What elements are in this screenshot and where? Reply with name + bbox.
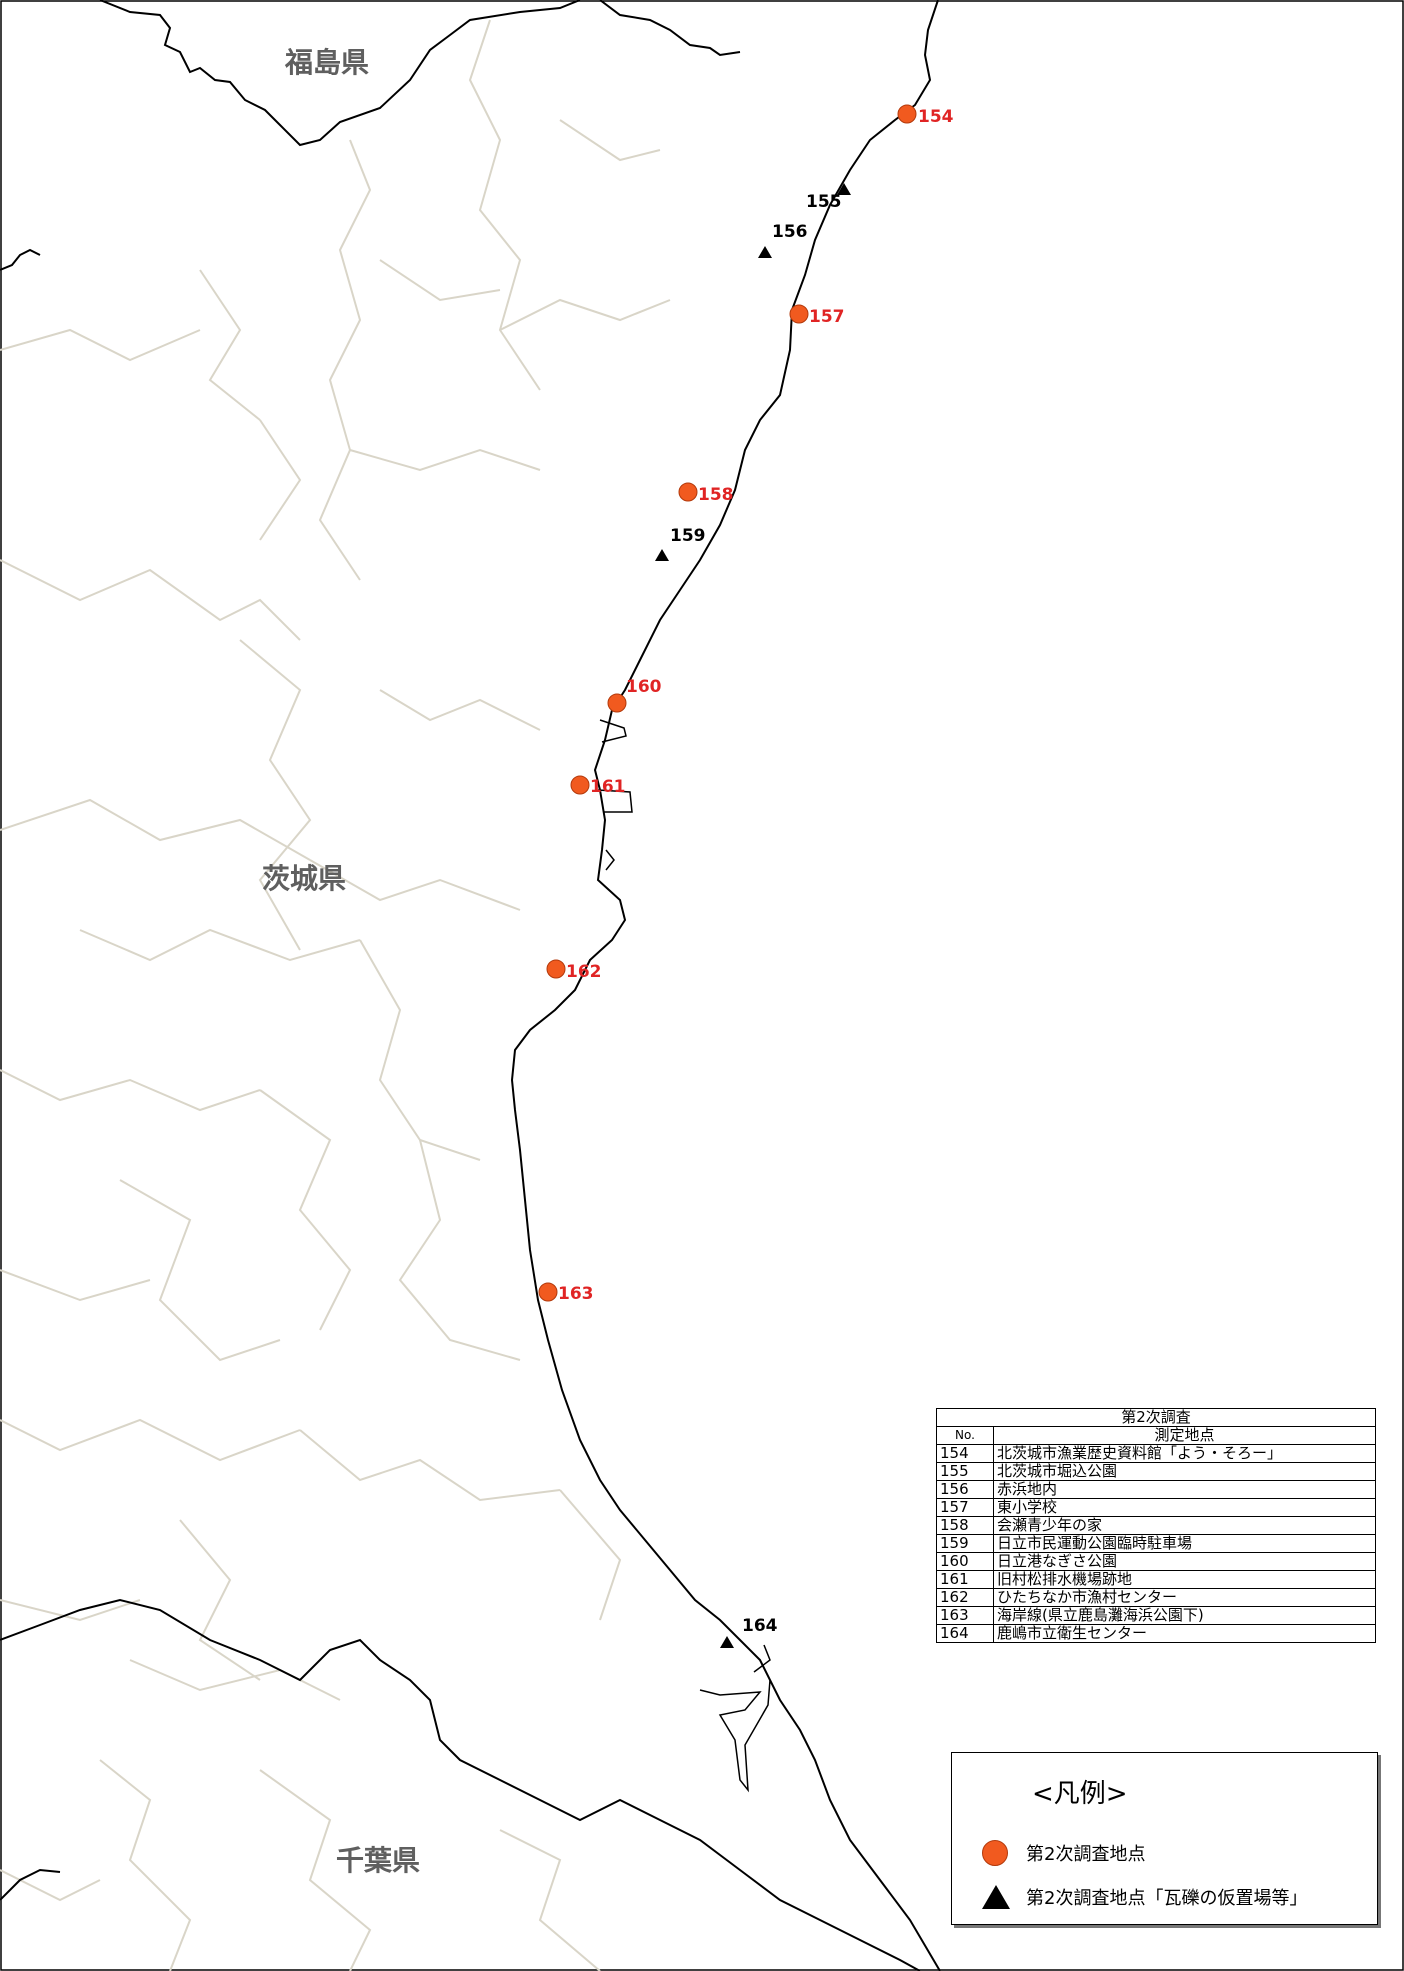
site-label-154: 154 [918, 107, 954, 127]
site-marker-160[interactable] [607, 693, 627, 713]
table-cell-site: 海岸線(県立鹿島灘海浜公園下) [993, 1606, 1376, 1625]
site-label-164: 164 [742, 1616, 778, 1636]
site-label-156: 156 [772, 222, 808, 242]
site-labels: 154 155 156 157 158 159 160 161 162 163 … [558, 107, 954, 1636]
municipal-boundaries [0, 19, 671, 1971]
site-label-157: 157 [809, 307, 845, 327]
site-label-161: 161 [590, 777, 626, 797]
legend-title: <凡例> [1032, 1779, 1128, 1809]
table-cell-no: 161 [936, 1570, 994, 1589]
site-marker-158[interactable] [678, 482, 698, 502]
table-header-no: No. [936, 1426, 994, 1445]
prefecture-boundaries [0, 0, 921, 1971]
site-marker-154[interactable] [897, 104, 917, 124]
orange-circle-icon [982, 1840, 1008, 1866]
table-cell-no: 155 [936, 1462, 994, 1481]
table-cell-site: 旧村松排水機場跡地 [993, 1570, 1376, 1589]
site-marker-162[interactable] [546, 959, 566, 979]
table-cell-site: 日立市民運動公園臨時駐車場 [993, 1534, 1376, 1553]
table-cell-no: 158 [936, 1516, 994, 1535]
site-label-162: 162 [566, 962, 602, 982]
prefecture-label-chiba: 千葉県 [336, 1844, 420, 1877]
table-caption-row: 第2次調査 [936, 1408, 1376, 1427]
site-label-160: 160 [626, 677, 662, 697]
site-marker-157[interactable] [789, 304, 809, 324]
table-cell-no: 156 [936, 1480, 994, 1499]
site-marker-163[interactable] [538, 1282, 558, 1302]
table-cell-site: 北茨城市堀込公園 [993, 1462, 1376, 1481]
table-cell-no: 164 [936, 1624, 994, 1643]
legend-triangle-label: 第2次調査地点「瓦礫の仮置場等」 [1026, 1888, 1308, 1909]
table-cell-site: 日立港なぎさ公園 [993, 1552, 1376, 1571]
table-cell-no: 163 [936, 1606, 994, 1625]
site-marker-164[interactable] [720, 1636, 734, 1648]
legend-circle-label: 第2次調査地点 [1026, 1844, 1146, 1865]
table-cell-no: 160 [936, 1552, 994, 1571]
black-triangle-icon [982, 1885, 1010, 1909]
site-marker-159[interactable] [655, 549, 669, 561]
port-structures [597, 719, 771, 1793]
table-cell-site: 東小学校 [993, 1498, 1376, 1517]
table-cell-site: 会瀬青少年の家 [993, 1516, 1376, 1535]
table-cell-no: 157 [936, 1498, 994, 1517]
coastline [510, 0, 941, 1971]
legend-item-circle: 第2次調査地点 [982, 1840, 1145, 1866]
table-cell-site: 鹿嶋市立衛生センター [993, 1624, 1376, 1643]
table-cell-no: 162 [936, 1588, 994, 1607]
table-cell-site: 赤浜地内 [993, 1480, 1376, 1499]
prefecture-label-ibaraki: 茨城県 [262, 862, 346, 895]
site-marker-156[interactable] [758, 246, 772, 258]
table-cell-site: ひたちなか市漁村センター [993, 1588, 1376, 1607]
site-marker-155[interactable] [837, 183, 851, 195]
table-header-row: No. 測定地点 [936, 1426, 1376, 1445]
site-markers [538, 104, 917, 1648]
site-label-158: 158 [698, 485, 734, 505]
site-label-159: 159 [670, 526, 706, 546]
site-label-155: 155 [806, 192, 842, 212]
prefecture-label-fukushima: 福島県 [284, 46, 369, 79]
table-cell-no: 159 [936, 1534, 994, 1553]
table-caption: 第2次調査 [936, 1408, 1376, 1427]
map-legend: <凡例> 第2次調査地点 第2次調査地点「瓦礫の仮置場等」 [951, 1752, 1378, 1925]
site-label-163: 163 [558, 1284, 594, 1304]
legend-item-triangle: 第2次調査地点「瓦礫の仮置場等」 [982, 1884, 1307, 1910]
site-marker-161[interactable] [570, 775, 590, 795]
table-header-site: 測定地点 [993, 1426, 1376, 1445]
table-cell-site: 北茨城市漁業歴史資料館「よう・そろー」 [993, 1444, 1376, 1463]
table-cell-no: 154 [936, 1444, 994, 1463]
